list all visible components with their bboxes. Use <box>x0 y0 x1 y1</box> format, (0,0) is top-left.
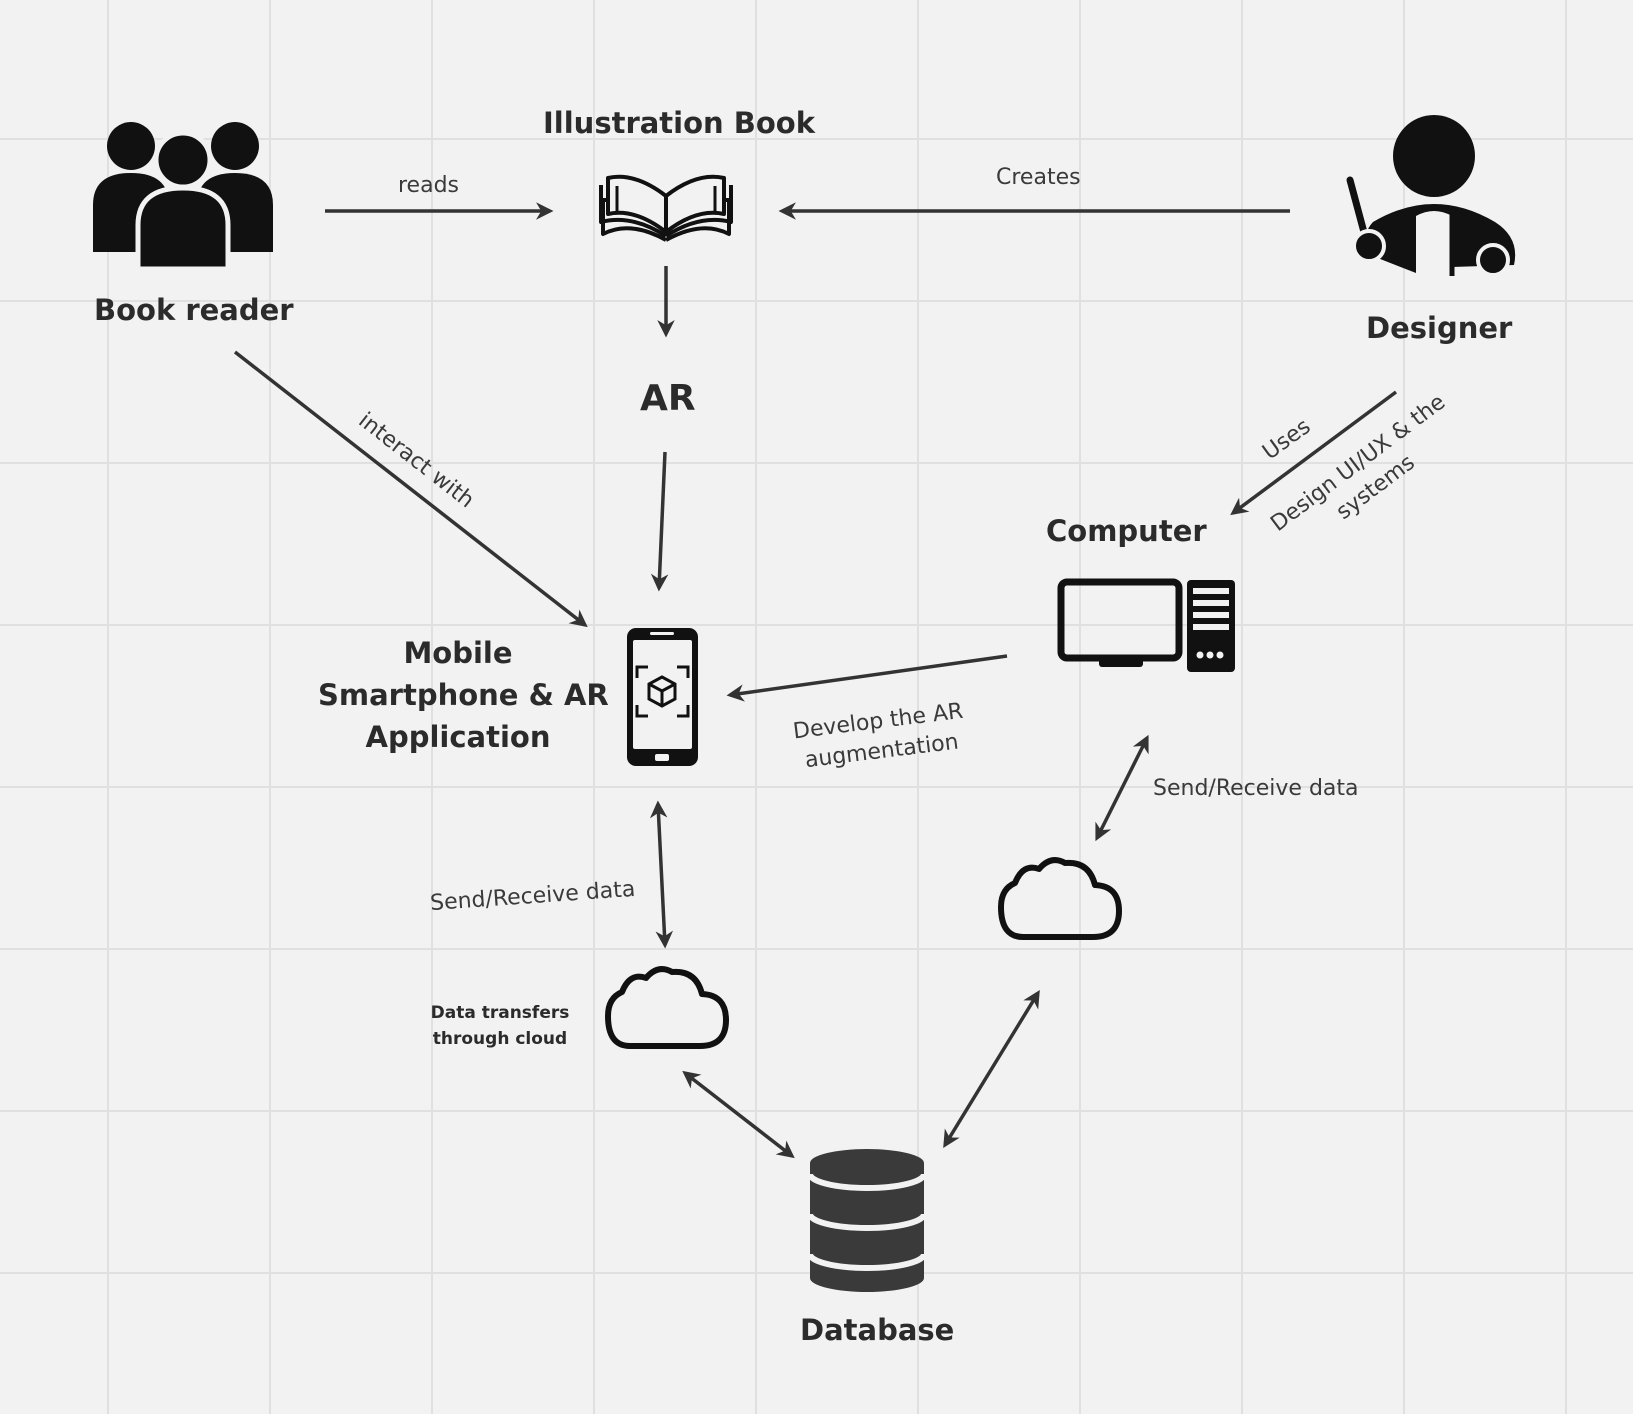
book-reader-label: Book reader <box>94 293 294 327</box>
cloud-note-label: Data transfers through cloud <box>418 1000 582 1052</box>
edge-label-reads: reads <box>398 173 460 198</box>
mobile-label-line1: Mobile <box>403 636 513 670</box>
mobile-label-line3: Application <box>365 720 551 754</box>
cloud-icon-left <box>605 966 729 1049</box>
arrow-computer-cloud <box>1095 734 1149 842</box>
smartphone-ar-icon <box>627 628 698 766</box>
arrow-cloud-database-right <box>943 990 1040 1148</box>
cloud-note-line1: Data transfers <box>430 1003 570 1023</box>
desktop-computer-icon <box>1057 578 1235 672</box>
designer-label: Designer <box>1366 311 1513 345</box>
arrow-interact-with <box>233 350 588 628</box>
edge-label-creates: Creates <box>996 165 1081 190</box>
arrow-mobile-cloud <box>649 800 674 949</box>
arrow-cloud-database-left <box>682 1070 795 1159</box>
designer-icon <box>1346 115 1516 277</box>
cloud-icon-right <box>998 857 1122 940</box>
computer-label: Computer <box>1046 514 1207 548</box>
arrow-uses <box>1230 390 1398 516</box>
illustration-book-label: Illustration Book <box>543 106 816 140</box>
arrow-develop <box>726 654 1008 702</box>
people-group-icon <box>93 122 273 272</box>
ar-label: AR <box>640 378 696 419</box>
arrow-ar-to-mobile <box>650 451 669 592</box>
database-label: Database <box>800 1313 955 1347</box>
mobile-label-line2: Smartphone & AR <box>318 678 609 712</box>
mobile-app-label: Mobile Smartphone & AR Application <box>318 632 609 758</box>
cloud-note-line2: through cloud <box>432 1029 568 1049</box>
open-book-icon <box>599 174 733 242</box>
edge-label-send-receive-right: Send/Receive data <box>1153 776 1359 801</box>
database-icon <box>807 1149 927 1292</box>
